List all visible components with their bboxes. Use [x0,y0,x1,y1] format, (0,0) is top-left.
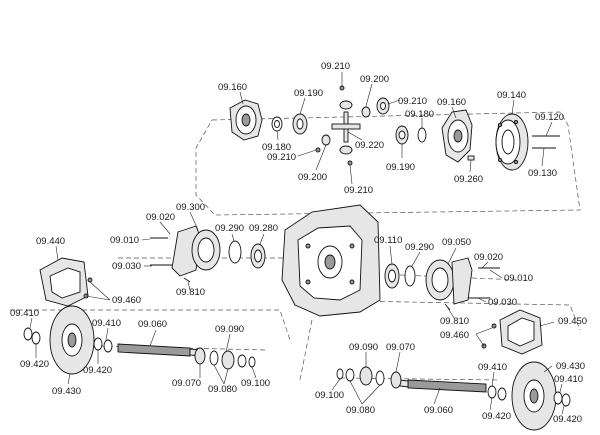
label-09-090: 09.090 [215,324,244,335]
small-pin [467,155,475,161]
label-09-220: 09.220 [355,140,384,151]
left-seal [228,240,242,264]
label-09-190: 09.190 [386,162,415,173]
label-09-420: 09.420 [83,365,112,376]
label-09-130: 09.130 [528,168,557,179]
right-bearing-carrier [425,257,473,305]
label-09-280: 09.280 [249,223,278,234]
right-bearing [384,263,400,289]
label-09-060: 09.060 [138,319,167,330]
axle-shaft-left [117,343,201,357]
label-09-210: 09.210 [398,96,427,107]
thrust-washer-left [271,116,283,132]
label-09-410: 09.410 [554,374,583,385]
right-seal [404,265,416,287]
brake-caliper-right [481,309,543,355]
label-09-450: 09.450 [558,316,587,327]
thrust-washer-right [417,127,427,143]
label-09-030: 09.030 [112,261,141,272]
label-09-210: 09.210 [321,61,350,72]
axle-bearings-left [194,347,256,370]
label-09-020: 09.020 [146,212,175,223]
label-09-420: 09.420 [482,411,511,422]
brake-disc-left [49,305,95,375]
label-09-420: 09.420 [20,359,49,370]
left-bearing-carrier [171,225,221,277]
label-09-300: 09.300 [176,202,205,213]
disc-washers-left [23,327,113,353]
label-09-020: 09.020 [474,252,503,263]
spider-gears-cross [315,85,371,166]
label-09-010: 09.010 [504,273,533,284]
label-09-160: 09.160 [437,97,466,108]
label-09-410: 09.410 [92,318,121,329]
label-09-430: 09.430 [52,386,81,397]
label-09-070: 09.070 [386,342,415,353]
side-gear-right [376,97,390,115]
label-09-200: 09.200 [298,172,327,183]
label-09-180: 09.180 [405,109,434,120]
differential-housing-right [441,109,473,163]
side-gear-left [292,113,308,135]
label-09-050: 09.050 [442,237,471,248]
differential-housing-left [229,99,263,141]
label-09-420: 09.420 [553,414,582,425]
side-gear-right-2 [395,125,409,145]
label-09-410: 09.410 [478,362,507,373]
label-09-070: 09.070 [172,378,201,389]
label-09-260: 09.260 [454,174,483,185]
label-09-210: 09.210 [267,152,296,163]
label-09-010: 09.010 [110,235,139,246]
axle-bearings-right [336,366,402,389]
disc-washers-right [487,385,571,407]
label-09-460: 09.460 [440,330,469,341]
label-09-190: 09.190 [294,88,323,99]
label-09-200: 09.200 [360,74,389,85]
label-09-100: 09.100 [241,378,270,389]
label-09-080: 09.080 [208,384,237,395]
brake-caliper-left [39,257,93,307]
ring-gear-bolts [532,135,560,149]
right-stud-bolts [444,267,500,311]
left-bearing [250,243,266,269]
label-09-430: 09.430 [556,361,585,372]
label-09-460: 09.460 [112,295,141,306]
ring-gear [495,113,529,171]
label-09-810: 09.810 [440,316,469,327]
label-09-120: 09.120 [535,112,564,123]
left-stud-bolts [150,237,191,283]
label-09-410: 09.410 [10,308,39,319]
label-09-100: 09.100 [315,390,344,401]
label-09-160: 09.160 [218,82,247,93]
label-09-440: 09.440 [36,236,65,247]
label-09-030: 09.030 [488,297,517,308]
label-09-140: 09.140 [497,90,526,101]
label-09-090: 09.090 [349,342,378,353]
label-09-810: 09.810 [176,287,205,298]
label-09-110: 09.110 [374,235,402,246]
label-09-290: 09.290 [215,223,244,234]
brake-disc-right [511,361,557,431]
leader-lines [29,72,565,415]
label-09-080: 09.080 [346,405,375,416]
label-09-060: 09.060 [424,405,453,416]
transmission-housing [281,204,381,317]
label-09-210: 09.210 [344,185,373,196]
label-09-290: 09.290 [405,242,434,253]
axle-shaft-right [399,379,487,393]
part-labels: 09.210 09.200 09.210 09.160 09.190 09.16… [10,61,587,425]
label-09-180: 09.180 [262,142,291,153]
